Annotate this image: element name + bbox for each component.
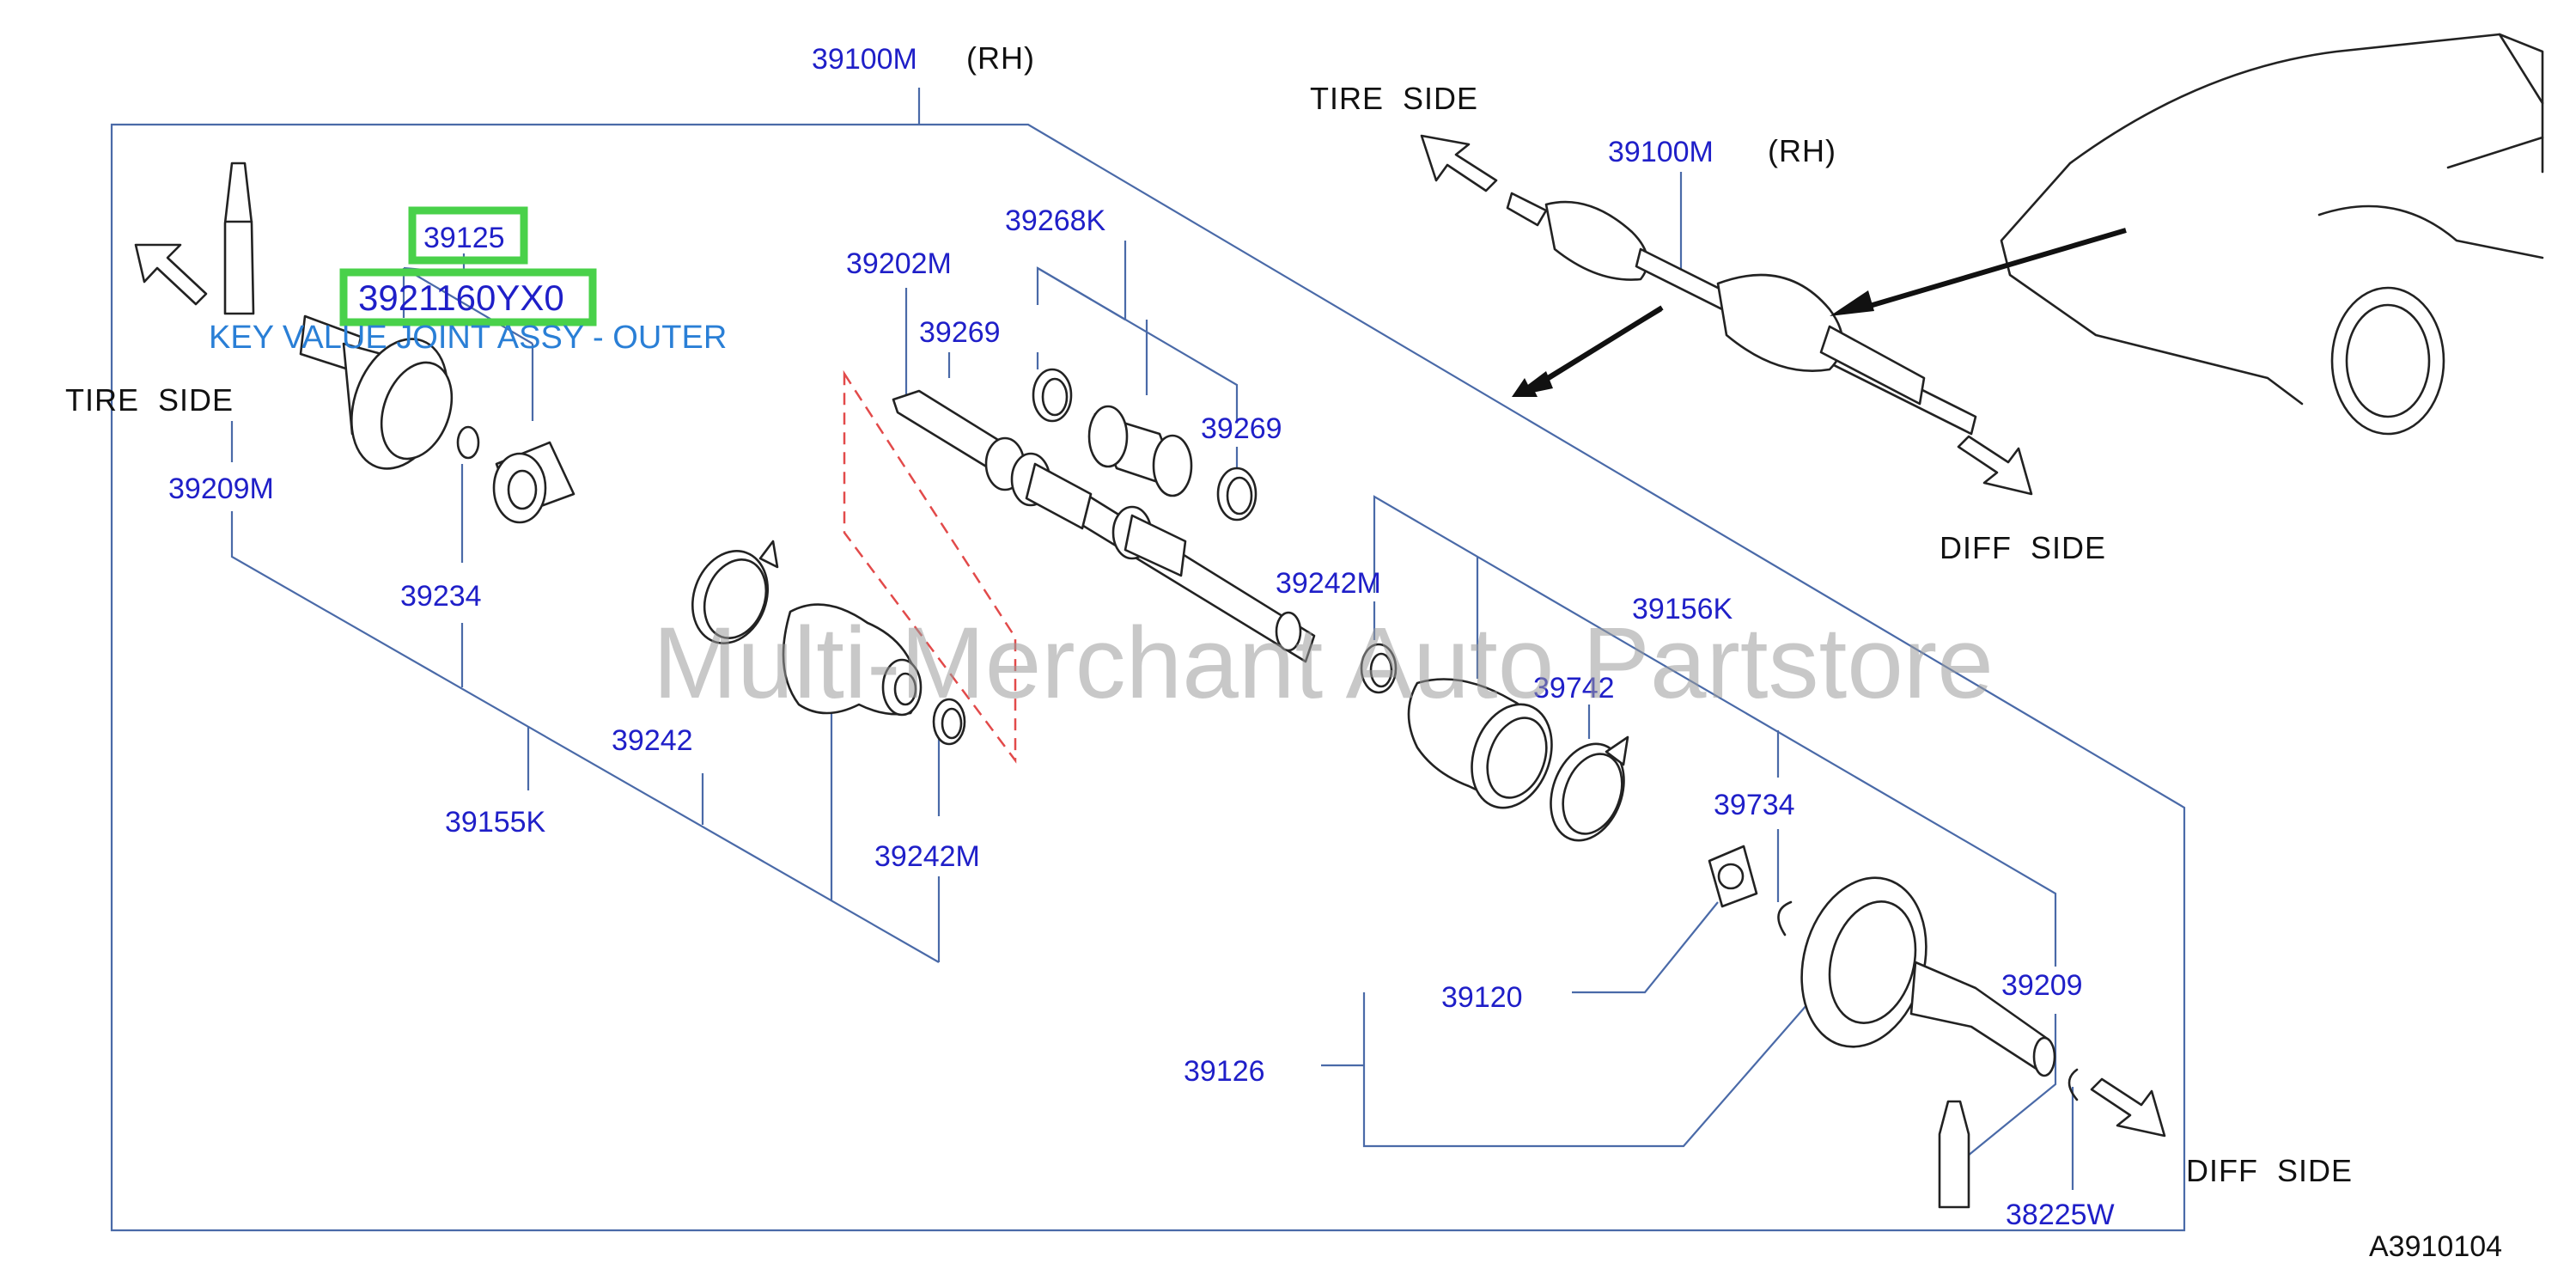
watermark: Multi-Merchant Auto Partstore	[653, 607, 1994, 720]
part-label-39269-upper[interactable]: 39269	[919, 316, 1001, 349]
highlight-box-key[interactable]	[339, 268, 597, 326]
circlip-right	[2067, 1068, 2079, 1101]
diff-side-label-top: DIFF SIDE	[1940, 530, 2106, 565]
tire-side-label-left: TIRE SIDE	[65, 382, 234, 418]
part-label-39202M[interactable]: 39202M	[846, 247, 952, 280]
part-label-39269-lower[interactable]: 39269	[1201, 412, 1282, 445]
car-silhouette	[2000, 33, 2544, 436]
outer-joint-housing	[299, 314, 454, 470]
rh-label-top: (RH)	[1768, 133, 1836, 168]
part-label-39126[interactable]: 39126	[1184, 1055, 1265, 1088]
boot-left	[782, 603, 923, 717]
small-clamp-left	[932, 698, 966, 746]
snap-ring-inner	[1777, 900, 1793, 936]
part-label-39268K[interactable]: 39268K	[1005, 204, 1106, 237]
assembled-axle	[1506, 192, 1977, 436]
spider-39734	[1708, 845, 1758, 908]
inner-race	[492, 441, 575, 524]
highlight-box-39125[interactable]	[408, 206, 528, 265]
band-clamp-39742	[1550, 735, 1629, 842]
part-label-39742[interactable]: 39742	[1533, 672, 1615, 705]
part-label-39209M[interactable]: 39209M	[168, 473, 274, 505]
rh-label-main: (RH)	[966, 40, 1035, 76]
part-label-39242[interactable]: 39242	[612, 724, 693, 757]
clamp-39269-lower	[1216, 467, 1258, 522]
part-label-39100M-main[interactable]: 39100M	[812, 43, 917, 76]
highlight-description: KEY VALUE JOINT ASSY - OUTER	[209, 320, 727, 356]
part-label-39242M-left[interactable]: 39242M	[874, 840, 980, 873]
grease-tube-left	[223, 162, 255, 315]
band-clamp-left	[691, 540, 779, 644]
figure-code: A3910104	[2369, 1230, 2502, 1263]
boot-right	[1407, 678, 1553, 809]
part-drawings	[134, 33, 2544, 1209]
direction-arrows	[134, 134, 2166, 1138]
highlight-part-39125[interactable]: 39125	[423, 222, 505, 254]
inner-housing	[1800, 876, 2056, 1077]
part-label-39734[interactable]: 39734	[1714, 789, 1795, 821]
snap-ring-39234	[456, 425, 480, 460]
tire-side-label-top: TIRE SIDE	[1310, 81, 1478, 116]
part-label-39156K[interactable]: 39156K	[1632, 593, 1733, 625]
dashed-subassembly-outline	[843, 369, 1017, 764]
drive-shaft	[892, 389, 1316, 663]
side-labels: TIRE SIDE TIRE SIDE DIFF SIDE DIFF SIDE	[65, 81, 2353, 1188]
part-label-39120[interactable]: 39120	[1441, 981, 1523, 1014]
part-label-39242M-right[interactable]: 39242M	[1276, 567, 1381, 600]
part-labels: 39100M (RH) 39100M (RH) 39209M 39234 391…	[168, 40, 2115, 1231]
grease-tube-right	[1938, 1100, 1970, 1209]
part-label-38225W[interactable]: 38225W	[2006, 1199, 2115, 1231]
part-label-39209[interactable]: 39209	[2001, 969, 2083, 1002]
highlight-key-3921160YX0[interactable]: 3921160YX0	[358, 278, 564, 318]
clamp-39269-upper	[1032, 368, 1073, 423]
part-label-39155K[interactable]: 39155K	[445, 806, 546, 839]
diff-side-label-bottom: DIFF SIDE	[2186, 1153, 2353, 1188]
part-label-39100M-top[interactable]: 39100M	[1608, 136, 1714, 168]
highlighted-part[interactable]: 39125 3921160YX0 KEY VALUE JOINT ASSY - …	[209, 206, 727, 356]
part-label-39234[interactable]: 39234	[400, 580, 482, 613]
damper-39268K	[1087, 405, 1193, 497]
clamp-39242M-right	[1360, 643, 1398, 694]
